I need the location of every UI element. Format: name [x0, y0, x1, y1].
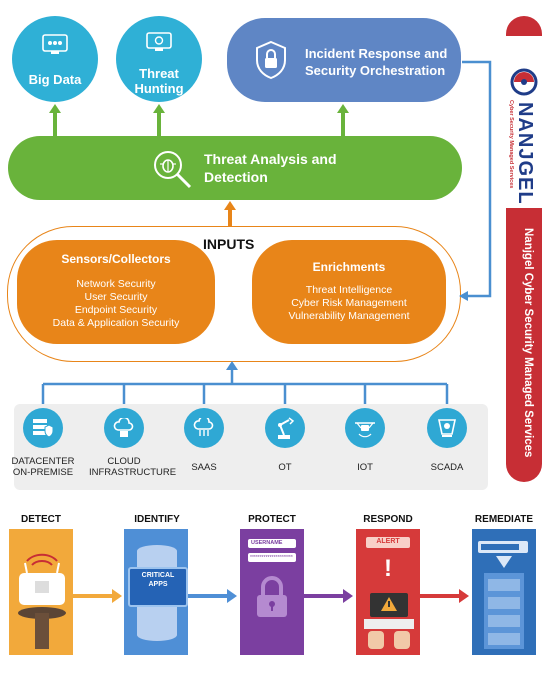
iot-drone-icon [345, 408, 385, 448]
sensors-item: User Security [84, 291, 148, 303]
source-datacenter: DATACENTER ON-PREMISE [8, 408, 78, 478]
phase-arrows [73, 589, 469, 603]
password-field [248, 553, 296, 562]
padlock-icon [257, 576, 287, 617]
sensors-item: Data & Application Security [52, 317, 180, 329]
detect-panel [9, 529, 73, 655]
threat-hunting-bubble: Threat Hunting [116, 16, 202, 102]
big-data-bubble: Big Data [12, 16, 98, 102]
enrichments-item: Vulnerability Management [288, 310, 410, 322]
incident-label-1: Incident Response and [305, 46, 448, 61]
phase-title-identify: IDENTIFY [134, 514, 180, 525]
source-cloud: CLOUD INFRASTRUCTURE [89, 408, 177, 478]
server-rack-icon [484, 573, 524, 649]
source-iot: IOT [330, 408, 400, 473]
big-data-label: Big Data [28, 72, 82, 87]
source-label: SCADA [430, 462, 464, 473]
enrichments-item: Threat Intelligence [305, 284, 393, 296]
sensors-panel: Sensors/Collectors Network Security User… [17, 240, 215, 344]
respond-panel: ALERT ! [356, 529, 420, 655]
source-saas: SAAS [169, 408, 239, 473]
brand-sidebar: NANJGEL Cyber Security Managed Services … [506, 16, 542, 482]
brand-tagline: Cyber Security Managed Services [508, 100, 514, 189]
source-label: SAAS [191, 462, 217, 473]
alert-label: ALERT [376, 538, 400, 545]
threat-hunting-label-2: Hunting [134, 81, 184, 96]
laptop-warning-icon [364, 593, 414, 649]
bug-magnifier-icon [154, 151, 192, 189]
enrichments-panel: Enrichments Threat Intelligence Cyber Ri… [252, 240, 446, 344]
inputs-title: INPUTS [203, 236, 255, 252]
username-label: USERNAME [251, 540, 283, 546]
phase-title-remediate: REMEDIATE [474, 514, 534, 525]
monitor-bug-icon [146, 32, 172, 51]
remediate-panel [472, 529, 536, 655]
sensors-item: Network Security [76, 278, 156, 290]
incident-label-2: Security Orchestration [305, 63, 446, 78]
brand-logo-text: NANJGEL [514, 102, 536, 205]
source-label: INFRASTRUCTURE [89, 467, 177, 478]
sensors-title: Sensors/Collectors [61, 252, 171, 266]
saas-icon [184, 408, 224, 448]
phase-title-respond: RESPOND [363, 514, 413, 525]
sensors-item: Endpoint Security [74, 304, 158, 316]
source-scada: SCADA [412, 408, 482, 473]
source-label: OT [278, 462, 292, 473]
protect-panel: USERNAME ********************** [240, 529, 304, 655]
brand-vertical-text: Nanjgel Cyber Security Managed Services [522, 228, 534, 458]
sources-bar [14, 404, 488, 490]
source-label: IOT [357, 462, 373, 473]
username-field [248, 539, 296, 548]
datacenter-icon [23, 408, 63, 448]
enrichments-title: Enrichments [312, 260, 386, 274]
source-ot: OT [250, 408, 320, 473]
critical-apps-label-2: APPS [148, 581, 168, 588]
source-label: ON-PREMISE [12, 467, 74, 478]
critical-apps-label-1: CRITICAL [141, 572, 175, 579]
robot-arm-icon [265, 408, 305, 448]
threat-hunting-label-1: Threat [139, 66, 179, 81]
cloud-icon [104, 408, 144, 448]
down-arrow-icon [496, 556, 512, 568]
analysis-label-2: Detection [204, 169, 268, 185]
router-icon [18, 553, 66, 649]
critical-apps-box [128, 567, 188, 607]
threat-analysis-bar: Threat Analysis and Detection [8, 136, 462, 200]
phase-title-detect: DETECT [21, 514, 61, 525]
logo-area [506, 36, 542, 208]
identify-panel: CRITICAL APPS [124, 529, 188, 655]
brand-logo-icon [510, 68, 538, 96]
phase-title-protect: PROTECT [248, 514, 296, 525]
incident-response-card: Incident Response and Security Orchestra… [227, 18, 461, 102]
analysis-label-1: Threat Analysis and [204, 151, 337, 167]
source-label: CLOUD [107, 456, 141, 467]
source-label: DATACENTER [11, 456, 75, 467]
orange-arrow [224, 201, 236, 228]
big-data-icon [42, 34, 68, 54]
blue-connectors [41, 60, 492, 408]
progress-fill [481, 544, 519, 550]
shield-lock-icon [256, 40, 286, 80]
alert-banner [366, 537, 410, 548]
password-label: ********************** [250, 555, 293, 561]
enrichments-item: Cyber Risk Management [291, 297, 407, 309]
scada-icon [427, 408, 467, 448]
green-arrows [49, 104, 349, 136]
exclamation-icon: ! [384, 555, 392, 582]
